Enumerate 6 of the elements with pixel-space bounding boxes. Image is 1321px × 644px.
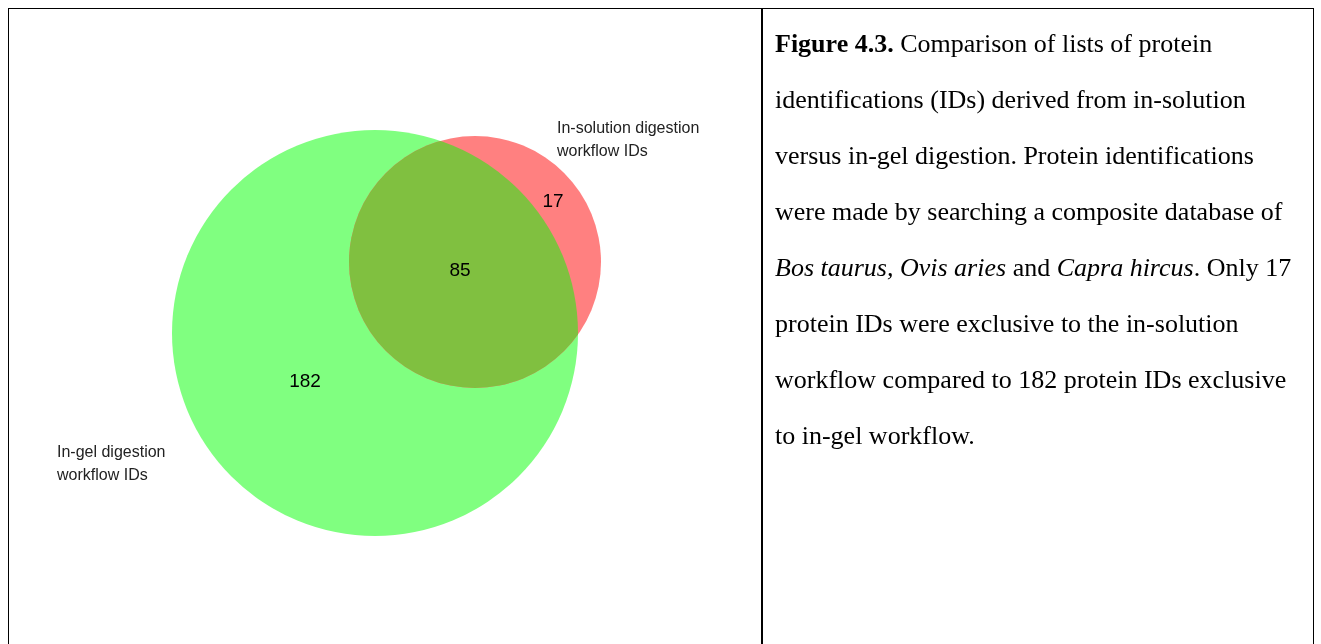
set-count: 17 xyxy=(542,190,564,212)
overlap-count: 85 xyxy=(449,259,471,281)
set-label: In-gel digestion workflow IDs xyxy=(57,442,167,485)
set-count: 182 xyxy=(289,370,321,392)
set-label: In-solution digestion workflow IDs xyxy=(557,118,701,161)
figure-caption: Figure 4.3. Comparison of lists of protein identifications (IDs) derived from in-solution versus in-gel digestion. Protein identifications were made by searching a composite database of Bos taurus, Ovis aries and Capra hircus. Only 17 protein IDs were exclusive to the in-solution workflow compared to 182 protein IDs exclusive to in-gel workflow. xyxy=(775,28,1293,452)
